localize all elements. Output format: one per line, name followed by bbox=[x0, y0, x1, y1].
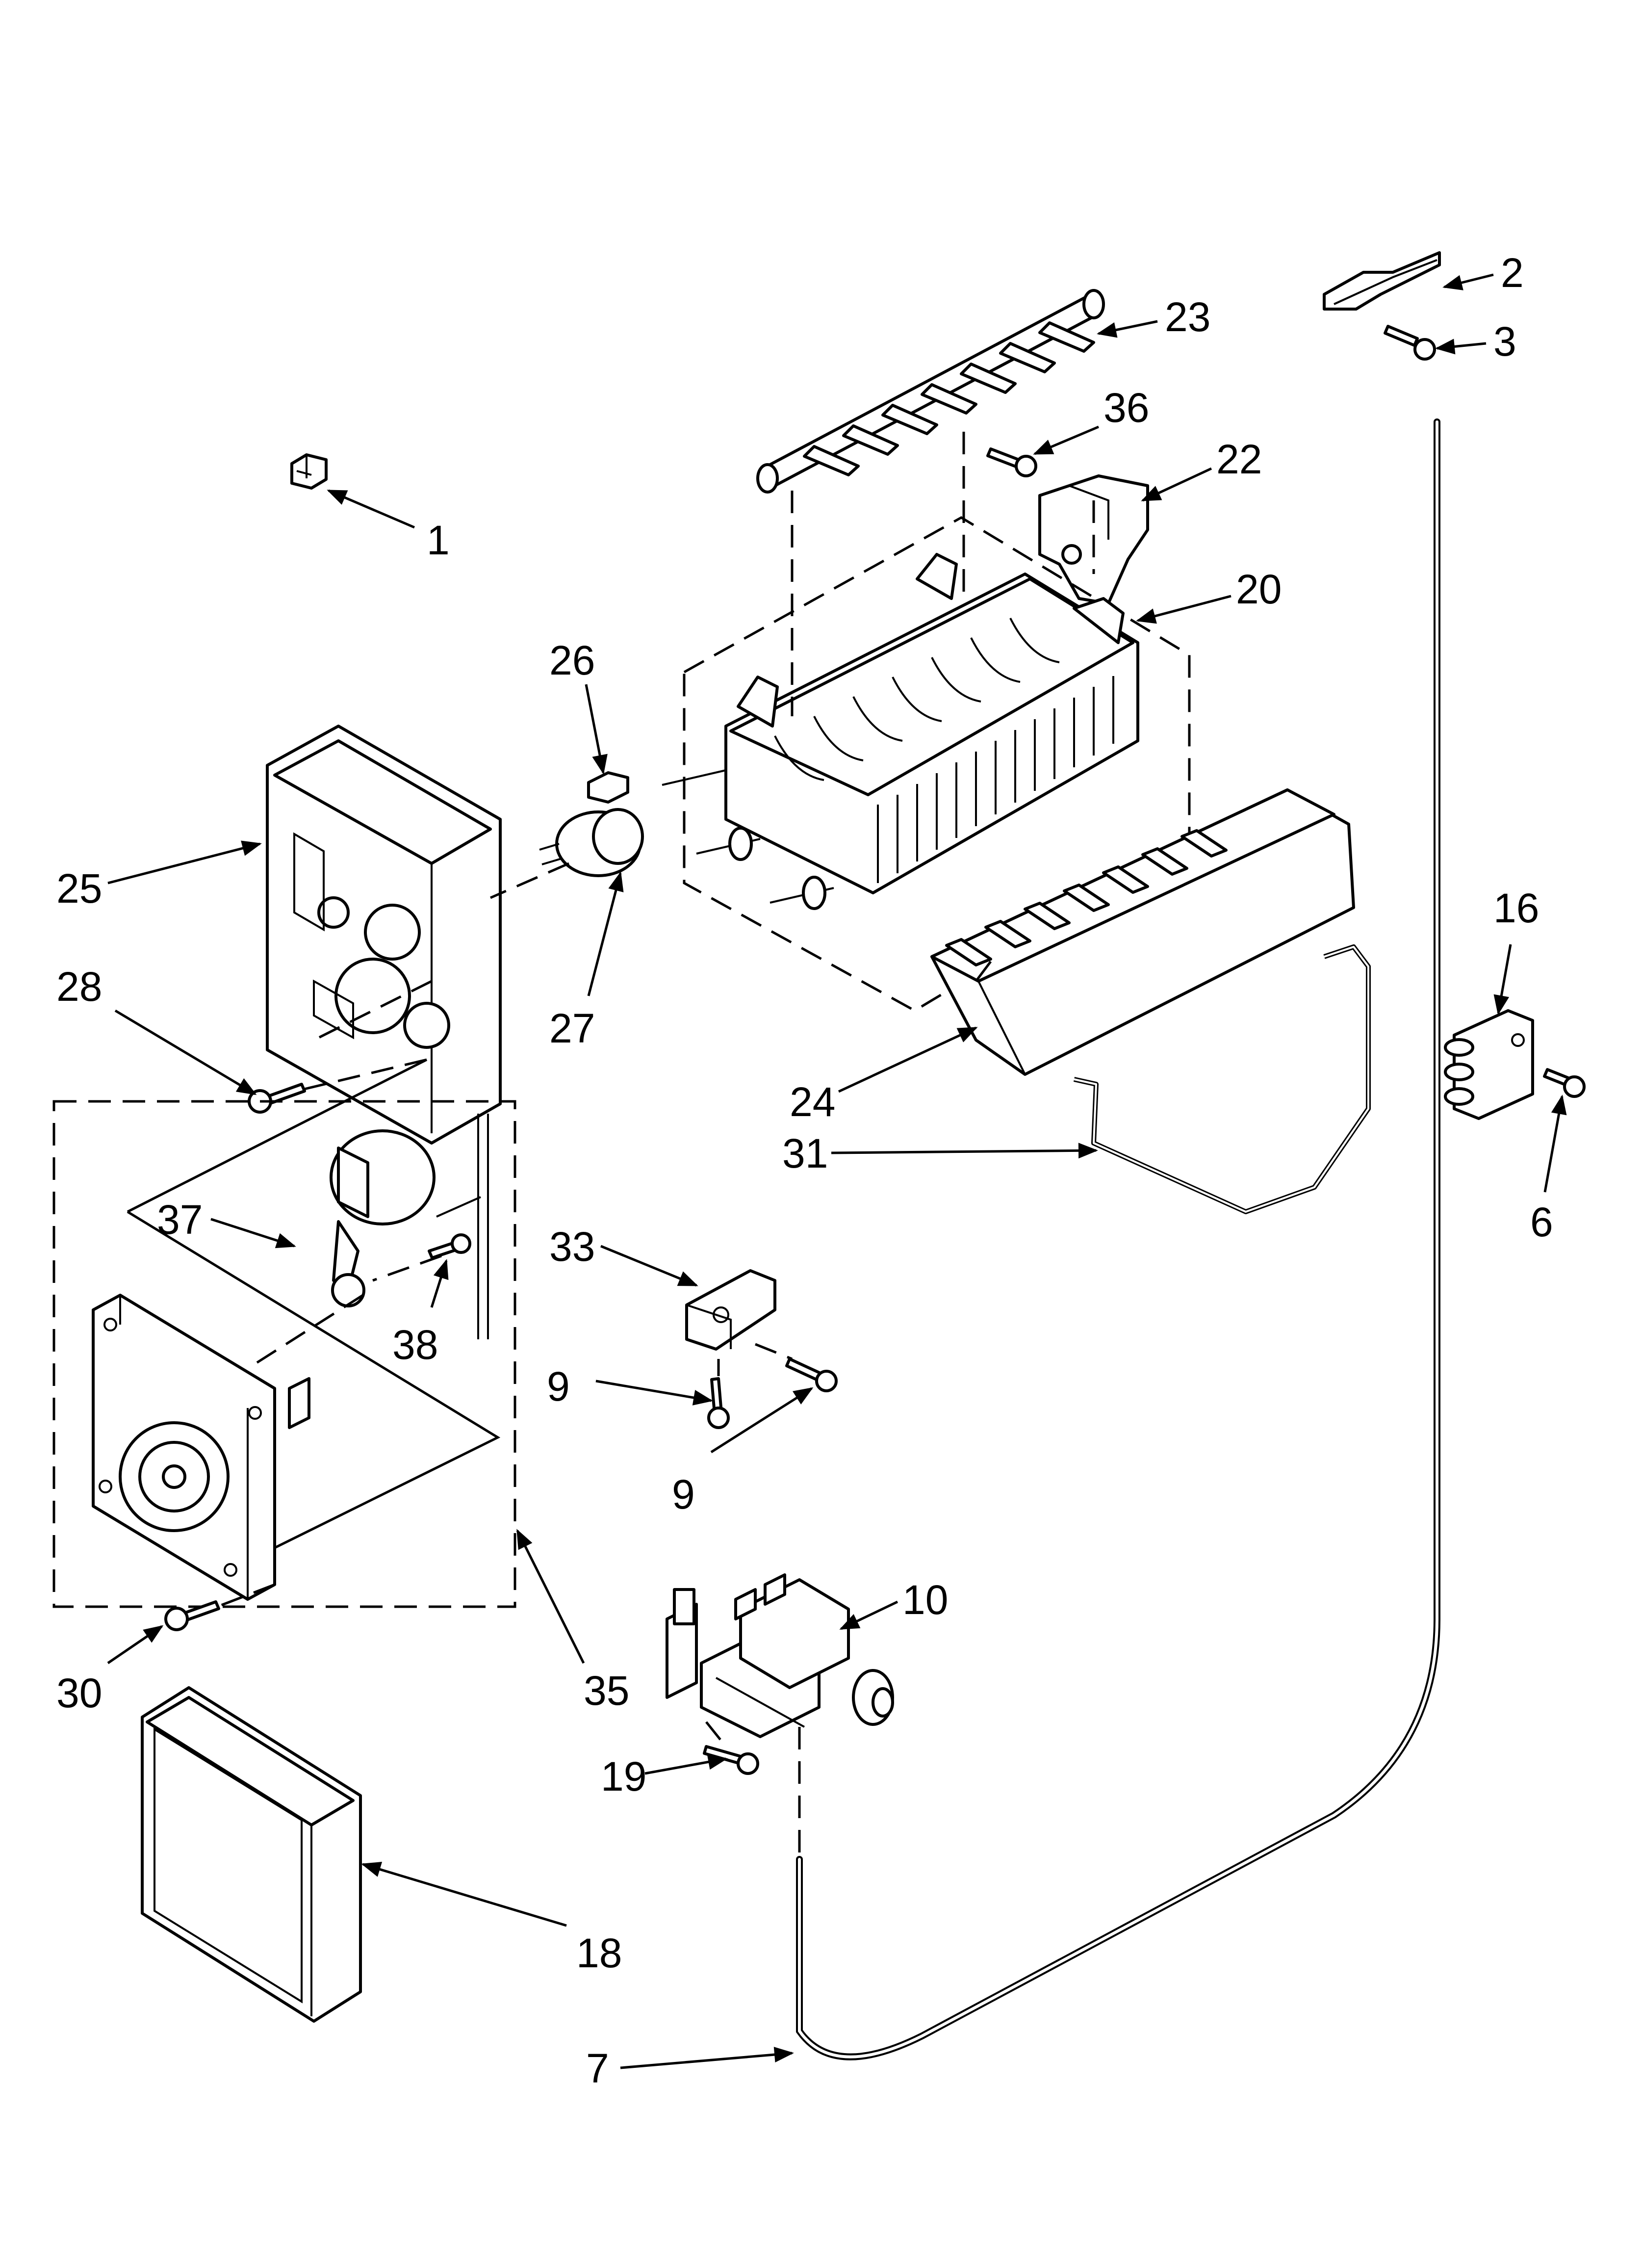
part-36-screw bbox=[986, 447, 1037, 477]
callout-37: 37 bbox=[157, 1197, 203, 1243]
callout-6: 6 bbox=[1530, 1199, 1553, 1245]
callout-9-a: 9 bbox=[547, 1363, 570, 1409]
callout-3: 3 bbox=[1493, 318, 1516, 365]
part-10-water-valve bbox=[666, 1573, 894, 1738]
ejector-blades bbox=[803, 321, 1095, 476]
callout-25: 25 bbox=[56, 865, 102, 912]
callout-18: 18 bbox=[576, 1930, 622, 1976]
part-25-front-cover bbox=[266, 725, 502, 1145]
part-28-screw bbox=[248, 1083, 306, 1114]
callout-10: 10 bbox=[902, 1577, 948, 1623]
fill-cup-teeth bbox=[945, 829, 1228, 966]
part-23-ejector bbox=[756, 289, 1105, 494]
part-37-motor bbox=[330, 1114, 489, 1339]
callout-26: 26 bbox=[549, 637, 595, 683]
part-6-screw bbox=[1543, 1068, 1586, 1098]
part-30-screw bbox=[164, 1600, 220, 1631]
part-35-motor-assembly-outline bbox=[52, 1100, 516, 1608]
callout-9-b: 9 bbox=[672, 1471, 695, 1517]
part-2-bracket bbox=[1323, 251, 1441, 311]
callout-7: 7 bbox=[586, 2045, 609, 2091]
callout-38: 38 bbox=[392, 1322, 438, 1368]
assembly-wires bbox=[127, 1058, 501, 1549]
part-3-screw bbox=[1384, 325, 1436, 361]
alignment-lines bbox=[210, 432, 1095, 1859]
motor-mounting-plate bbox=[92, 1294, 310, 1601]
part-24-fill-cup bbox=[930, 788, 1355, 1076]
callout-35: 35 bbox=[584, 1668, 629, 1714]
part-38-screw bbox=[428, 1233, 471, 1259]
part-33-bracket bbox=[685, 1269, 776, 1351]
callout-23: 23 bbox=[1165, 294, 1210, 340]
callout-27: 27 bbox=[549, 1005, 595, 1051]
callout-2: 2 bbox=[1501, 250, 1524, 296]
callout-1: 1 bbox=[427, 517, 450, 563]
callout-36: 36 bbox=[1103, 385, 1149, 431]
part-16-tube-clamp bbox=[1444, 1009, 1534, 1120]
part-26-clip bbox=[587, 771, 629, 804]
callout-labels: 1 2 3 23 36 22 20 26 25 27 28 16 6 24 31… bbox=[56, 250, 1553, 2091]
part-9-screw-b bbox=[785, 1357, 838, 1392]
leader-lines bbox=[107, 273, 1567, 2069]
mold-fins bbox=[877, 676, 1114, 883]
part-20-mold bbox=[662, 553, 1139, 910]
callout-19: 19 bbox=[601, 1753, 646, 1799]
callout-30: 30 bbox=[56, 1670, 102, 1716]
part-1-clip bbox=[290, 453, 328, 490]
part-27-thermostat bbox=[539, 808, 644, 877]
callout-31: 31 bbox=[782, 1130, 828, 1176]
part-18-cover bbox=[141, 1686, 362, 2023]
callout-20: 20 bbox=[1236, 566, 1282, 612]
callout-22: 22 bbox=[1216, 436, 1262, 482]
callout-28: 28 bbox=[56, 964, 102, 1010]
callout-16: 16 bbox=[1493, 885, 1539, 931]
callout-33: 33 bbox=[549, 1224, 595, 1270]
mold-cavities bbox=[774, 618, 1060, 781]
callout-24: 24 bbox=[790, 1079, 835, 1125]
part-9-screw-a bbox=[707, 1377, 730, 1429]
